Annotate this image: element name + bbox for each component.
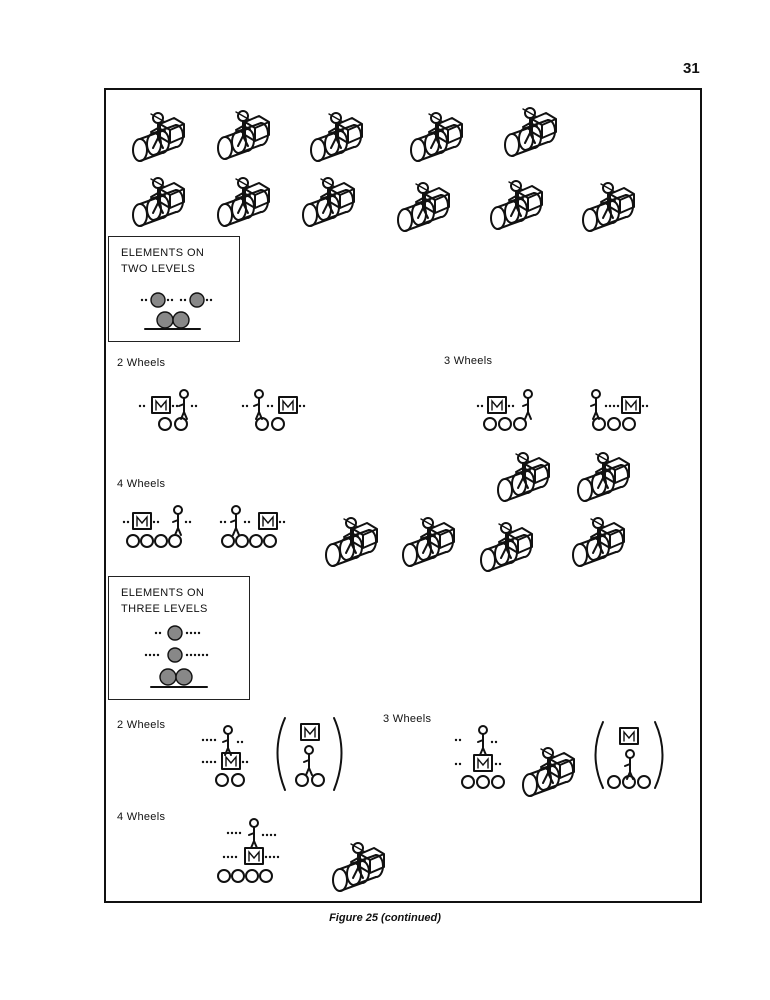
iso-4-wheels-row: [326, 518, 624, 571]
label-two-levels-4-wheels: 4 Wheels: [117, 478, 166, 490]
legend-two-levels-title: ELEMENTS ON TWO LEVELS: [121, 245, 204, 277]
legend-two-levels-line2: TWO LEVELS: [121, 263, 196, 275]
legend-three-levels-title: ELEMENTS ON THREE LEVELS: [121, 585, 208, 617]
legend-three-levels-line1: ELEMENTS ON: [121, 587, 205, 599]
label-two-levels-3-wheels: 3 Wheels: [444, 355, 493, 367]
legend-three-levels-diagram: [144, 625, 209, 688]
three-level-3-wheels-diagrams: [454, 721, 664, 796]
legend-three-levels-line2: THREE LEVELS: [121, 603, 208, 615]
legend-two-levels-diagram: [140, 292, 213, 330]
iso-row-2: [133, 178, 634, 231]
figure-frame: [104, 88, 702, 903]
iso-row-1: [133, 108, 556, 161]
label-three-levels-4-wheels: 4 Wheels: [117, 811, 166, 823]
two-level-2-wheels-diagrams: [138, 389, 306, 431]
two-level-4-wheels-diagrams: [122, 505, 286, 548]
page-number: 31: [683, 60, 700, 77]
three-level-2-wheels-diagrams: [201, 717, 343, 791]
label-two-levels-2-wheels: 2 Wheels: [117, 357, 166, 369]
label-three-levels-3-wheels: 3 Wheels: [383, 713, 432, 725]
legend-two-levels: ELEMENTS ON TWO LEVELS: [108, 236, 240, 342]
iso-3-wheels-a: [498, 453, 549, 501]
iso-3-wheels-b: [578, 453, 629, 501]
label-three-levels-2-wheels: 2 Wheels: [117, 719, 166, 731]
three-level-4-wheels-diagrams: [217, 818, 384, 891]
legend-two-levels-line1: ELEMENTS ON: [121, 247, 205, 259]
two-level-3-wheels-diagrams: [476, 389, 649, 431]
figure-caption: Figure 25 (continued): [329, 912, 441, 924]
